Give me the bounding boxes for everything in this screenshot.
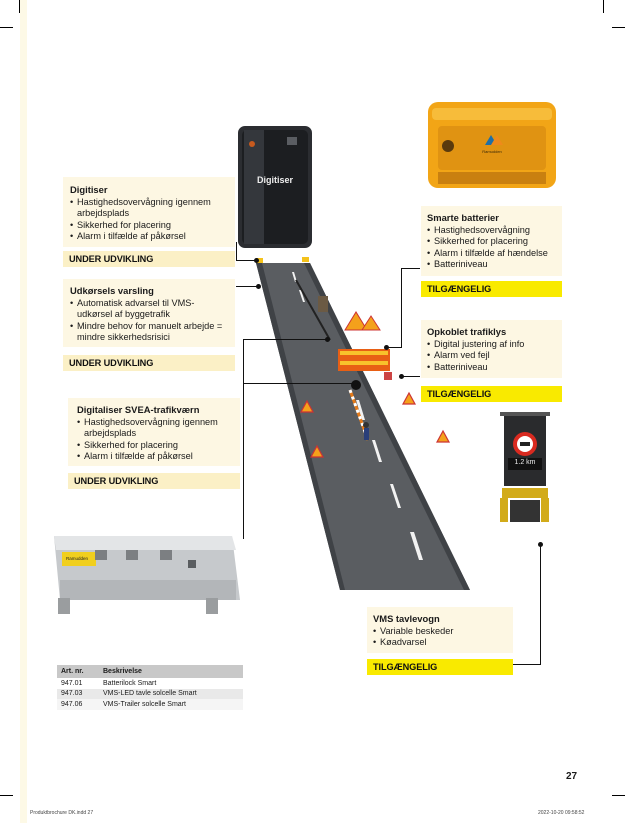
crop-mark (612, 27, 625, 28)
feature-item: Hastighedsovervågning igennem arbejdspla… (77, 417, 234, 440)
column-header: Beskrivelse (99, 665, 243, 678)
feature-item: Køadvarsel (373, 637, 507, 649)
table-header-row: Art. nr. Beskrivelse (57, 665, 243, 678)
worker-figure (363, 422, 369, 440)
table-cell: Batterilock Smart (99, 678, 243, 689)
connector-line (243, 339, 327, 340)
card-title: Digitiser (70, 184, 108, 195)
feature-item: Alarm i tilfælde af påkørsel (70, 231, 229, 243)
feature-item: Alarm ved fejl (427, 350, 556, 362)
table-row: 947.06 VMS-Trailer solcelle Smart (57, 699, 243, 710)
connector-dot (384, 345, 389, 350)
connector-line (243, 383, 355, 384)
table-row: 947.03 VMS-LED tavle solcelle Smart (57, 688, 243, 699)
digitiser-device-label: Digitiser (256, 175, 293, 185)
card-batterier: Smarte batterier Hastighedsovervågning S… (421, 206, 562, 276)
warning-signs (256, 257, 451, 458)
connector-line (386, 347, 402, 348)
connector-dot (256, 284, 261, 289)
digitiser-device (238, 126, 312, 248)
crop-mark (603, 0, 604, 13)
status-badge: UNDER UDVIKLING (68, 473, 240, 489)
feature-item: Variable beskeder (373, 626, 507, 638)
card-svea: Digitaliser SVEA-trafikværn Hastighedsov… (68, 398, 240, 466)
battery-brand-label: Ramudden (482, 149, 502, 154)
product-table: Art. nr. Beskrivelse 947.01 Batterilock … (57, 665, 243, 710)
feature-item: Hastighedsovervågning (427, 225, 556, 237)
page-margin-strip (20, 0, 27, 823)
vms-display-text: 1.2 km (514, 459, 536, 466)
connector-line (401, 376, 420, 377)
feature-list: Automatisk advarsel til VMS-udkørsel af … (70, 298, 229, 344)
column-header: Art. nr. (57, 665, 99, 678)
table-row: 947.01 Batterilock Smart (57, 678, 243, 689)
feature-item: Hastighedsovervågning igennem arbejdspla… (70, 197, 229, 220)
card-vms: VMS tavlevogn Variable beskeder Køadvars… (367, 607, 513, 653)
connector-dot (399, 374, 404, 379)
footer-timestamp: 2022-10-20 09:58:52 (538, 810, 585, 816)
feature-item: Automatisk advarsel til VMS-udkørsel af … (70, 298, 229, 321)
connector-dot (254, 258, 259, 263)
connector-dot (353, 381, 358, 386)
feature-list: Hastighedsovervågning igennem arbejdspla… (77, 417, 234, 463)
feature-list: Hastighedsovervågning Sikkerhed for plac… (427, 225, 556, 271)
feature-item: Batteriniveau (427, 362, 556, 374)
status-badge: TILGÆNGELIG (421, 281, 562, 297)
barrier-brand-label: Ramudden (66, 556, 89, 561)
card-udkorsel: Udkørsels varsling Automatisk advarsel t… (63, 279, 235, 347)
connector-line (513, 664, 541, 665)
feature-list: Variable beskeder Køadvarsel (373, 626, 507, 649)
feature-item: Batteriniveau (427, 259, 556, 271)
feature-item: Digital justering af info (427, 339, 556, 351)
feature-item: Alarm i tilfælde af påkørsel (77, 451, 234, 463)
table-cell: 947.03 (57, 688, 99, 699)
card-title: Udkørsels varsling (70, 285, 154, 296)
feature-item: Sikkerhed for placering (70, 220, 229, 232)
crop-mark (0, 27, 13, 28)
connector-dot (325, 337, 330, 342)
feature-list: Hastighedsovervågning igennem arbejdspla… (70, 197, 229, 243)
connector-line (401, 268, 402, 348)
connector-dot (538, 542, 543, 547)
connector-line (236, 242, 237, 260)
card-trafiklys: Opkoblet trafiklys Digital justering af … (421, 320, 562, 378)
status-badge: TILGÆNGELIG (421, 386, 562, 402)
lane-markings (292, 272, 423, 560)
feature-item: Alarm i tilfælde af hændelse (427, 248, 556, 260)
status-badge: UNDER UDVIKLING (63, 251, 235, 267)
connector-line (243, 383, 244, 495)
connector-line (236, 260, 256, 261)
status-badge: TILGÆNGELIG (367, 659, 513, 675)
feature-item: Sikkerhed for placering (427, 236, 556, 248)
connector-line (401, 268, 420, 269)
card-digitiser: Digitiser Hastighedsovervågning igennem … (63, 177, 235, 247)
card-title: Opkoblet trafiklys (427, 326, 507, 337)
table-cell: VMS-Trailer solcelle Smart (99, 699, 243, 710)
connector-line (540, 544, 541, 664)
feature-item: Mindre behov for manuelt arbejde = mindr… (70, 321, 229, 344)
svea-barrier-device (54, 536, 240, 614)
card-title: Digitaliser SVEA-trafikværn (77, 404, 200, 415)
table-cell: 947.06 (57, 699, 99, 710)
footer-file-name: Produktbrochure DK.indd 27 (30, 810, 94, 816)
excavation-pit (318, 296, 328, 312)
card-title: VMS tavlevogn (373, 613, 440, 624)
status-badge: UNDER UDVIKLING (63, 355, 235, 371)
crop-mark (19, 0, 20, 13)
page-number: 27 (566, 771, 578, 782)
table-cell: VMS-LED tavle solcelle Smart (99, 688, 243, 699)
table-cell: 947.01 (57, 678, 99, 689)
feature-list: Digital justering af info Alarm ved fejl… (427, 339, 556, 374)
card-title: Smarte batterier (427, 212, 499, 223)
crop-mark (0, 795, 13, 796)
crop-mark (612, 795, 625, 796)
feature-item: Sikkerhed for placering (77, 440, 234, 452)
vms-trailer-device (500, 412, 550, 522)
smart-battery-device (428, 102, 556, 188)
connector-line (236, 286, 258, 287)
arrow-board-cluster (338, 311, 392, 390)
